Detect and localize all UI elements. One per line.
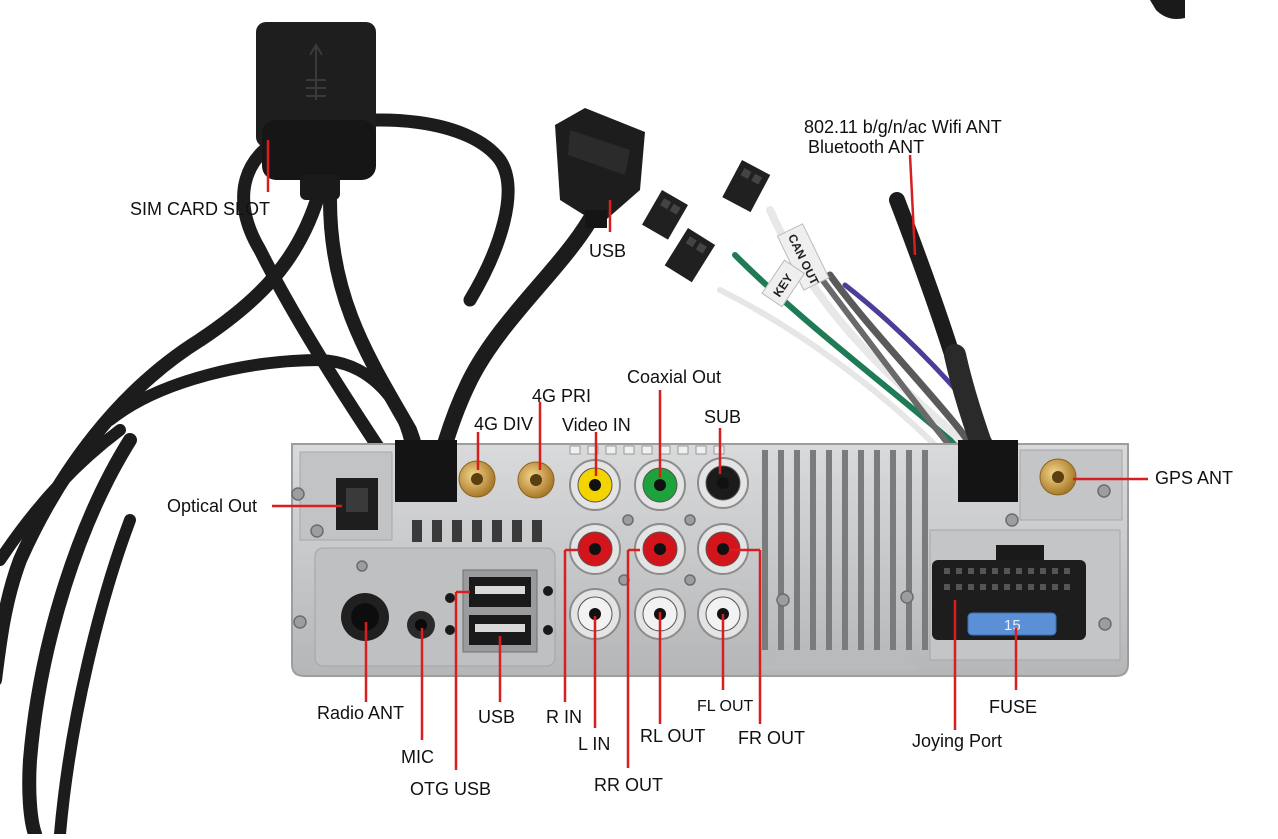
label-gps-ant: GPS ANT — [1155, 468, 1234, 488]
cables — [0, 113, 598, 839]
label-fr-out: FR OUT — [738, 728, 805, 748]
cable-entry-left — [395, 440, 457, 502]
joying-port-connector: 15 — [932, 545, 1086, 640]
label-coaxial-out: Coaxial Out — [627, 367, 722, 387]
label-rl-out: RL OUT — [640, 726, 706, 746]
label-r-in: R IN — [546, 707, 582, 727]
optical-out-port — [336, 478, 378, 530]
rca-fr-out — [697, 523, 749, 575]
label-l-in: L IN — [578, 734, 611, 754]
label-bluetooth-ant: Bluetooth ANT — [808, 137, 925, 157]
antenna-connectors — [458, 458, 1077, 499]
label-usb-top: USB — [589, 241, 627, 261]
label-leader-lines — [266, 140, 1148, 770]
rca-coaxial-out — [634, 459, 686, 511]
label-fuse: FUSE — [989, 697, 1038, 717]
partial-object — [1150, 0, 1185, 19]
label-otg-usb: OTG USB — [410, 779, 492, 799]
label-radio-ant: Radio ANT — [317, 703, 405, 723]
rca-sub — [697, 457, 749, 509]
label-4g-div: 4G DIV — [474, 414, 534, 434]
fuse-body — [967, 612, 1057, 636]
label-video-in: Video IN — [562, 415, 631, 435]
rca-rr-out — [634, 523, 686, 575]
cable-entry-right — [958, 440, 1018, 502]
label-sub: SUB — [704, 407, 742, 427]
usb-top-connector — [555, 108, 645, 228]
label-rr-out: RR OUT — [594, 775, 663, 795]
label-sim-card-slot: SIM CARD SLOT — [130, 199, 271, 219]
screws — [291, 484, 1112, 631]
label-4g-pri: 4G PRI — [532, 386, 592, 406]
rca-jacks — [569, 457, 749, 640]
label-fl-out: FL OUT — [697, 698, 754, 715]
fuse-rating: 15 — [1004, 617, 1021, 634]
rca-video-in — [569, 459, 621, 511]
label-mic: MIC — [401, 747, 434, 767]
sim-card-module — [256, 22, 376, 200]
label-joying-port: Joying Port — [912, 731, 1003, 751]
rca-r-in — [569, 523, 621, 575]
label-optical-out: Optical Out — [167, 496, 258, 516]
label-usb-bottom: USB — [478, 707, 516, 727]
label-wifi-ant: 802.11 b/g/n/ac Wifi ANT — [804, 117, 1002, 137]
radio-mic-ports — [341, 593, 435, 641]
